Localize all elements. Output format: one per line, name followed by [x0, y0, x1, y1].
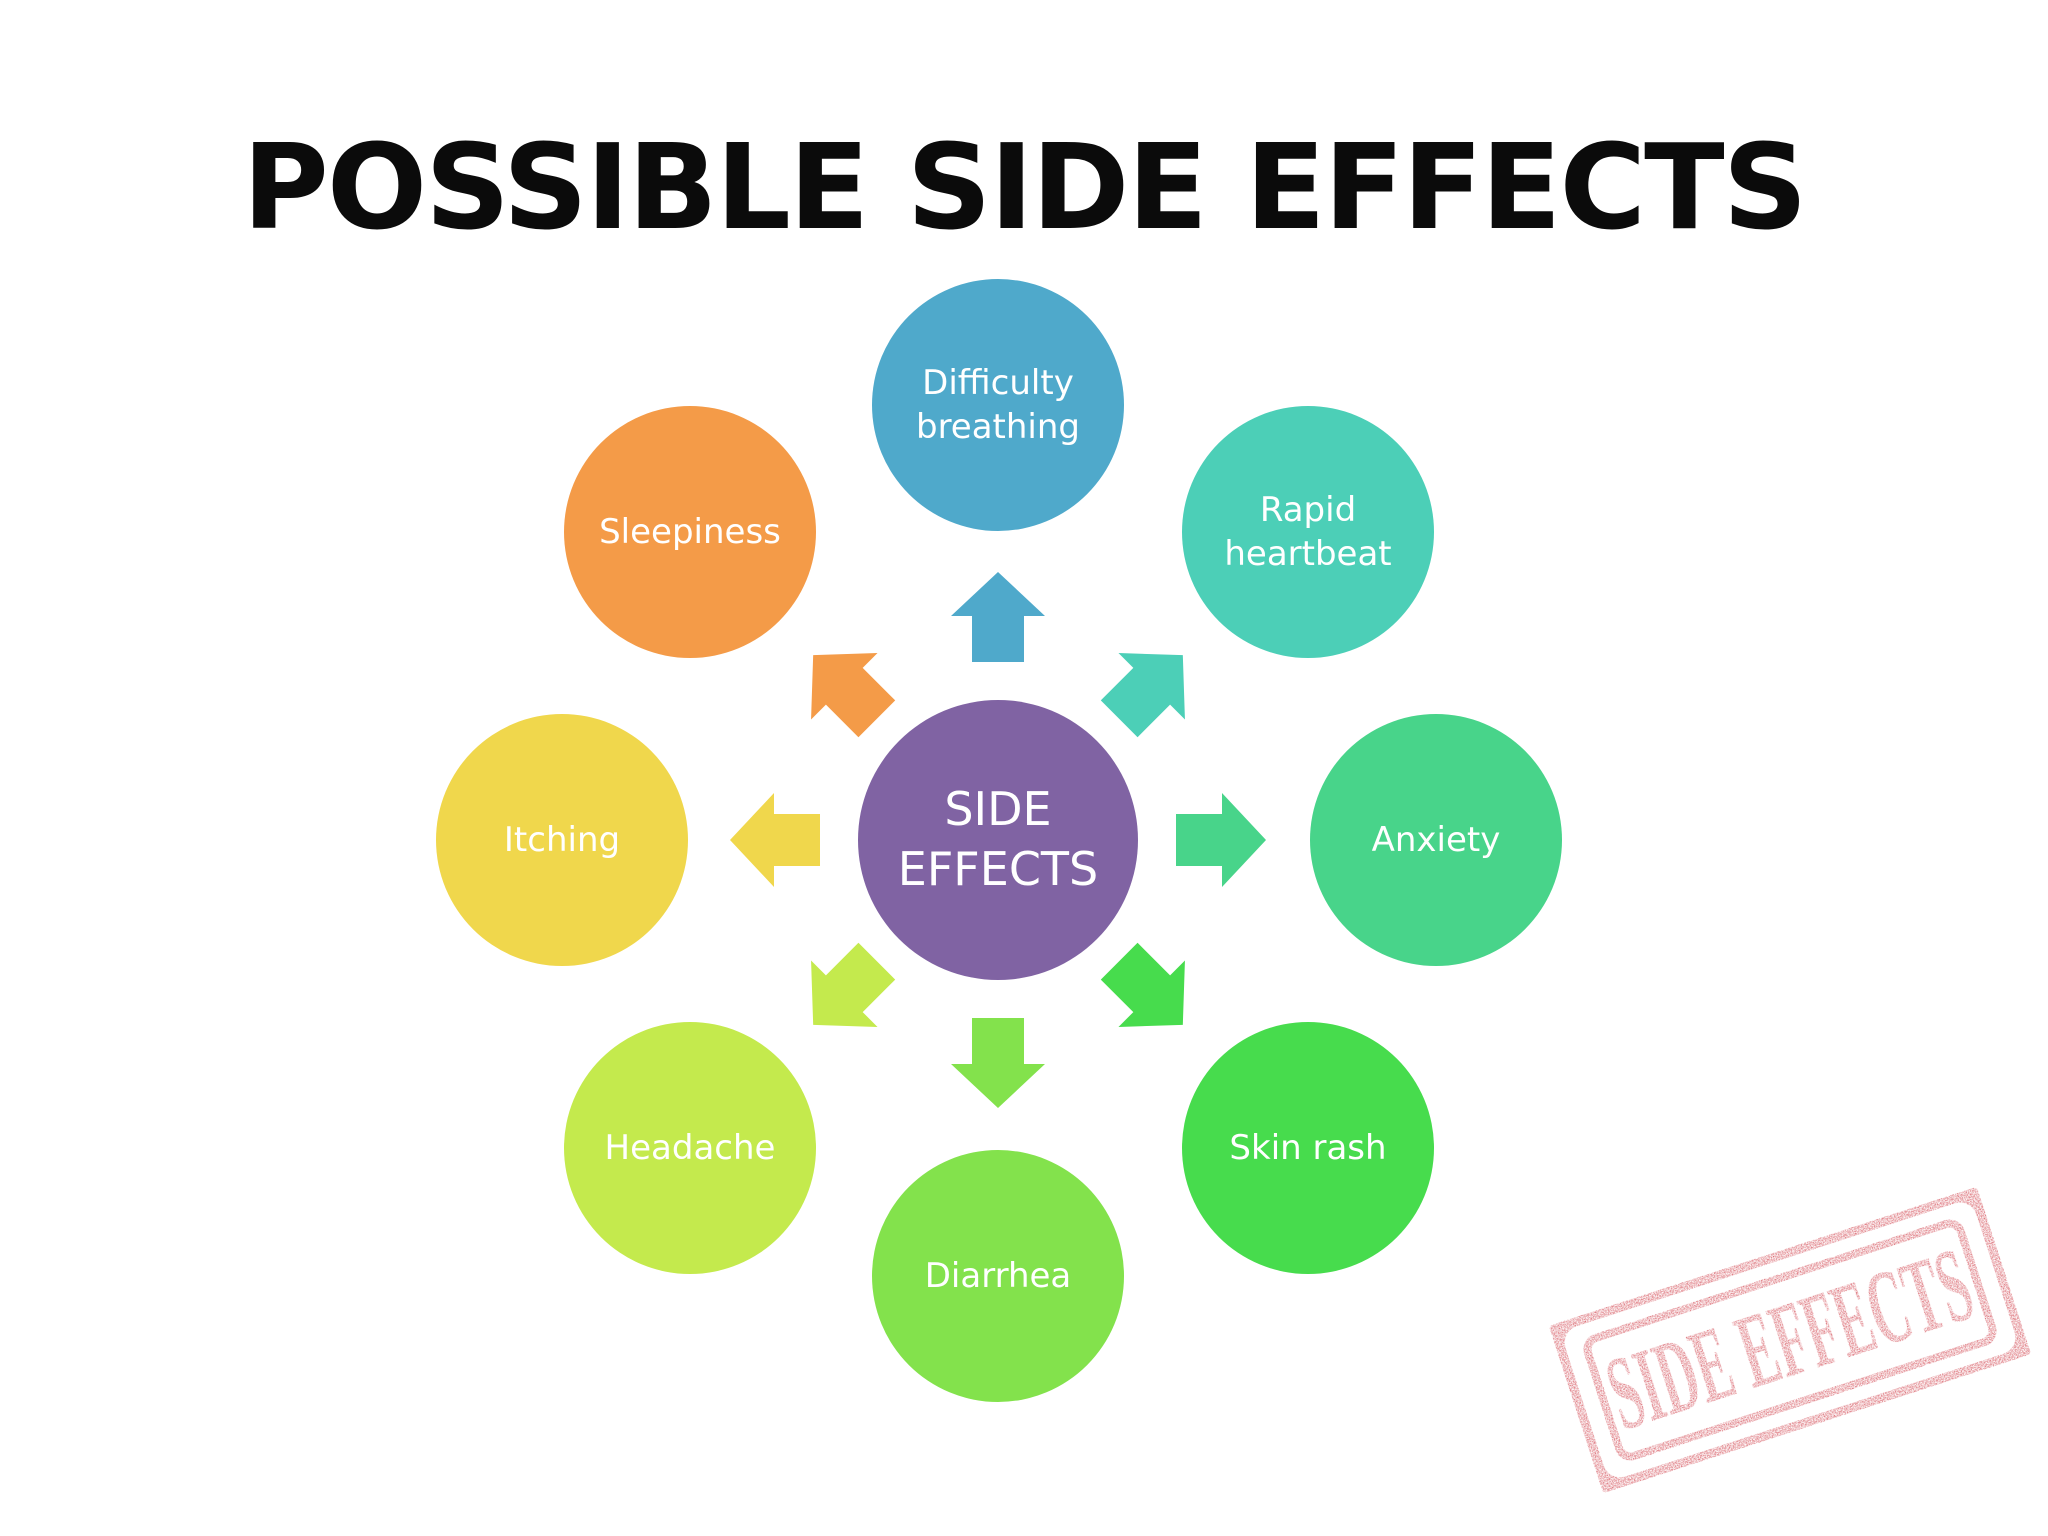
center-node-side-effects: SIDE EFFECTS — [858, 700, 1138, 980]
arrow-down-left-icon — [781, 929, 908, 1056]
arrow-up-icon — [951, 572, 1045, 662]
node-difficulty-breathing: Difficulty breathing — [872, 279, 1124, 531]
node-itching: Itching — [436, 714, 688, 966]
node-label: Headache — [604, 1127, 776, 1168]
node-sleepiness: Sleepiness — [564, 406, 816, 658]
node-diarrhea: Diarrhea — [872, 1150, 1124, 1402]
stamp-text: SIDE EFFECTS — [1593, 1225, 1986, 1453]
arrow-left-icon — [730, 793, 820, 887]
node-label: Anxiety — [1371, 819, 1501, 860]
node-label: Difficulty breathing — [915, 362, 1081, 447]
page-title: POSSIBLE SIDE EFFECTS — [242, 118, 1807, 256]
arrow-right-icon — [1176, 793, 1266, 887]
node-label: Sleepiness — [599, 511, 781, 552]
node-label: Skin rash — [1229, 1127, 1387, 1168]
arrow-down-right-icon — [1087, 929, 1214, 1056]
node-headache: Headache — [564, 1022, 816, 1274]
node-label: Diarrhea — [924, 1255, 1072, 1296]
side-effects-stamp-icon: SIDE EFFECTS — [1540, 1170, 2040, 1510]
node-label: Itching — [503, 819, 621, 860]
arrow-up-right-icon — [1087, 623, 1214, 750]
node-rapid-heartbeat: Rapid heartbeat — [1182, 406, 1434, 658]
center-node-label: SIDE EFFECTS — [897, 782, 1099, 896]
arrow-down-icon — [951, 1018, 1045, 1108]
node-label: Rapid heartbeat — [1224, 489, 1392, 574]
arrow-up-left-icon — [781, 623, 908, 750]
node-skin-rash: Skin rash — [1182, 1022, 1434, 1274]
node-anxiety: Anxiety — [1310, 714, 1562, 966]
